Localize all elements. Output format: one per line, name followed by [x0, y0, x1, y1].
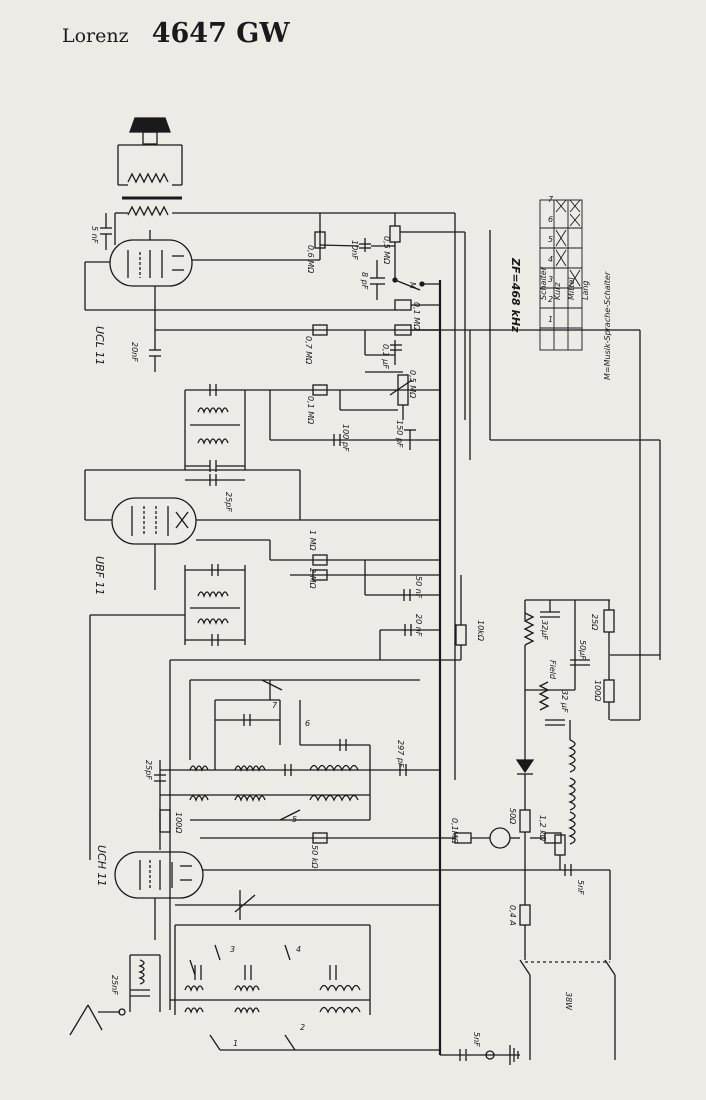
switch-col-5: 5	[548, 235, 553, 244]
sw-num-5: 5	[292, 815, 297, 824]
label-c50nf: 50 nF	[414, 576, 423, 599]
output-transformer	[114, 196, 455, 245]
label-c20nf2: 20 nF	[414, 614, 423, 637]
label-c150pf: 150 pF	[395, 420, 404, 448]
label-c10nf: 10nF	[350, 240, 359, 260]
switch-col-1: 1	[548, 315, 553, 324]
sw-num-4: 4	[296, 945, 301, 954]
label-r2: 2 MΩ	[308, 568, 317, 590]
label-c25nf: 25nF	[110, 975, 119, 995]
label-r50k: 50 kΩ	[310, 845, 319, 869]
speaker	[117, 117, 183, 186]
tube-ucl11	[109, 239, 193, 287]
label-r06: 0,6 MΩ	[306, 245, 315, 274]
sw-num-6: 6	[305, 719, 310, 728]
label-r07: 0,7 MΩ	[304, 336, 313, 365]
sw-num-2: 2	[300, 1023, 305, 1032]
label-r05: 0,5 MΩ	[382, 236, 391, 265]
label-r50: 50Ω	[508, 808, 517, 825]
label-c297pf: 297 pF	[396, 740, 405, 768]
label-r100: 100Ω	[593, 680, 602, 702]
label-c100pf: 100 pF	[341, 424, 350, 452]
header: Lorenz 4647 GW	[62, 18, 290, 49]
if-frequency-label: ZF=468 kHz	[509, 257, 522, 333]
tube-label-uch11: UCH 11	[95, 845, 108, 887]
switch-row-kurz: Kurz	[553, 282, 562, 300]
label-38w: 38W	[564, 992, 573, 1011]
switch-col-3: 3	[548, 275, 553, 284]
switch-col-6: 6	[548, 215, 553, 224]
label-r12k: 1,2 kΩ	[538, 815, 547, 842]
label-c5nf3: 5nF	[472, 1032, 481, 1047]
label-c25pf2: 25pF	[144, 760, 153, 780]
tube-label-ucl11: UCL 11	[93, 326, 106, 365]
switch-row-lang: Lang	[581, 280, 590, 300]
label-fuse: 0,4 A	[508, 905, 517, 926]
label-switch-m: M	[408, 282, 417, 289]
switch-table-header: Schalter	[539, 266, 548, 300]
label-r25: 25Ω	[590, 614, 599, 631]
label-r1: 1 MΩ	[308, 530, 317, 552]
model-number: 4647 GW	[151, 18, 290, 49]
label-r100b: 100Ω	[174, 812, 183, 834]
sw-num-3: 3	[230, 945, 235, 954]
label-r10k: 10kΩ	[476, 620, 485, 642]
label-r01m: 0,1MΩ	[450, 818, 459, 845]
label-c20nf: 20nF	[130, 342, 139, 362]
sw-num-7: 7	[272, 701, 278, 710]
switch-col-4: 4	[548, 255, 553, 264]
label-r01a: 0,1 MΩ	[412, 302, 421, 331]
label-c5nf2: 5nF	[576, 880, 585, 895]
label-c8pf: 8 pF	[360, 272, 369, 290]
label-c32uf2: 32 μF	[560, 690, 569, 713]
sw-num-1: 1	[233, 1039, 238, 1048]
tube-uch11	[114, 851, 204, 899]
labels: 5 nF 0,6 MΩ 10nF 0,5 MΩ 8 pF M 0,1 MΩ 20…	[90, 195, 612, 1048]
label-r01b: 0,1 MΩ	[306, 396, 315, 425]
label-r05b: 0,5 MΩ	[408, 370, 417, 399]
switch-row-mittel: Mittel	[567, 277, 576, 300]
switch-footnote: M=Musik-Sprache-Schalter	[603, 271, 612, 380]
label-c25pf: 25pF	[224, 492, 233, 512]
tube-ubf11	[111, 497, 197, 545]
manufacturer: Lorenz	[62, 25, 129, 47]
tube-label-ubf11: UBF 11	[93, 556, 106, 595]
switch-table	[539, 199, 583, 351]
switch-col-2: 2	[548, 295, 553, 304]
switch-col-7: 7	[548, 195, 554, 204]
label-c5nf: 5 nF	[90, 226, 99, 244]
label-field: Field	[548, 660, 557, 680]
label-c50uf: 50μF	[578, 640, 587, 660]
label-c32uf: 32μF	[540, 620, 549, 640]
label-c01uf: 0,1 μF	[381, 344, 390, 369]
